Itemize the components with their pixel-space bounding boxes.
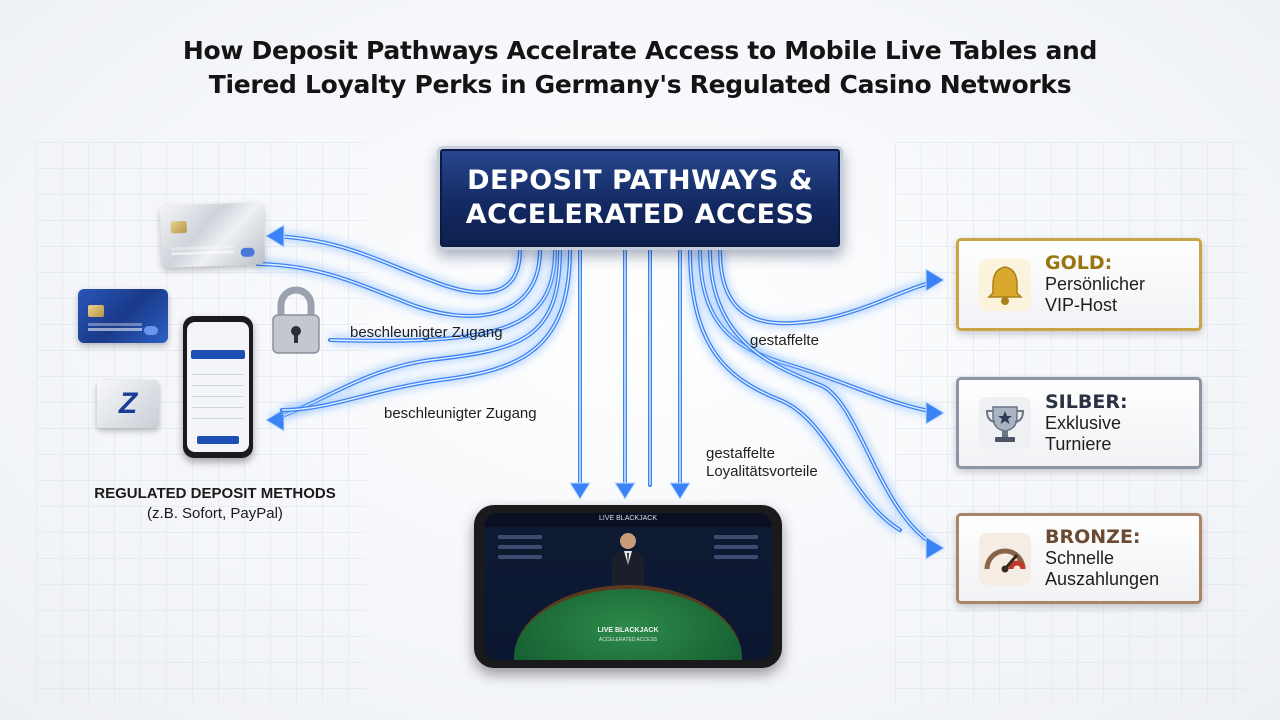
flow-core (257, 249, 541, 317)
sofort-logo-icon: Z (97, 380, 159, 428)
flow-arrowhead (614, 482, 636, 500)
live-table-screen: LIVE BLACKJACK LIVE BLACKJACK ACCELERATE… (484, 513, 772, 660)
flow-arrowhead (925, 536, 945, 560)
title-line-1: How Deposit Pathways Accelrate Access to… (182, 36, 1098, 65)
mobile-live-table-phone: LIVE BLACKJACK LIVE BLACKJACK ACCELERATE… (474, 505, 782, 668)
tier-text-gold: GOLD: Persönlicher VIP-Host (1045, 253, 1145, 316)
flow-label-access-upper: beschleunigter Zugang (350, 324, 503, 341)
hub-line-1: DEPOSIT PATHWAYS & (467, 165, 813, 196)
padlock-icon (272, 286, 320, 354)
flow-label-tiered-long: gestaffelte Loyalitätsvorteile (706, 445, 818, 481)
flow-core (719, 249, 941, 324)
flow-core (269, 235, 521, 294)
flow-arrowhead (265, 408, 285, 432)
tier-card-silver: SILBER: Exklusive Turniere (956, 377, 1202, 469)
speedometer-icon (979, 532, 1031, 585)
smartphone-icon (183, 316, 253, 458)
side-menu-line (714, 535, 758, 539)
tier-perk-line-1: Schnelle (1045, 548, 1115, 568)
tier-level: BRONZE: (1045, 526, 1141, 548)
flow-arrowhead (925, 268, 945, 292)
blackjack-table (514, 585, 742, 660)
phone-list-row (192, 401, 244, 408)
bell-icon (979, 258, 1031, 311)
table-sign: LIVE BLACKJACK (597, 627, 659, 634)
card-logo (240, 247, 255, 258)
tier-level: SILBER: (1045, 390, 1128, 413)
hub-line-2: ACCELERATED ACCESS (465, 199, 815, 230)
flow-arrowhead (669, 482, 691, 500)
trophy-icon (979, 397, 1031, 449)
flow-core (689, 249, 901, 531)
flow-label-tiered-long-2: Loyalitätsvorteile (706, 463, 818, 480)
side-menu-line (714, 555, 758, 559)
side-menu-line (714, 545, 758, 549)
flow-arrowhead (265, 224, 285, 248)
flow-glow (715, 249, 942, 329)
card-number (88, 328, 142, 331)
flow-core (709, 249, 941, 549)
phone-screen (187, 322, 249, 452)
deposit-methods-title: REGULATED DEPOSIT METHODS (94, 485, 336, 502)
flow-label-tiered-long-1: gestaffelte (706, 445, 775, 462)
tier-perk-line-1: Persönlicher (1045, 274, 1146, 294)
tier-card-bronze: BRONZE: Schnelle Auszahlungen (956, 513, 1202, 604)
tier-card-gold: GOLD: Persönlicher VIP-Host (956, 238, 1202, 331)
tier-perk-line-1: Exklusive (1045, 412, 1122, 433)
flow-core (699, 249, 941, 414)
phone-list-row (192, 412, 244, 419)
flow-arrowhead (925, 401, 945, 425)
tier-perk-line-2: Auszahlungen (1045, 569, 1160, 589)
side-menu-line (498, 545, 542, 549)
title-line-2: Tiered Loyalty Perks in Germany's Regula… (208, 70, 1072, 99)
credit-card-icon (78, 289, 168, 343)
tier-text-silver: SILBER: Exklusive Turniere (1045, 390, 1128, 455)
dealer-figure (612, 533, 644, 589)
flow-path-group (256, 224, 945, 560)
flow-label-tiered-short: gestaffelte (750, 332, 819, 349)
page-title: How Deposit Pathways Accelrate Access to… (0, 34, 1280, 102)
table-sub-sign: ACCELERATED ACCESS (598, 637, 658, 643)
flow-core (269, 249, 561, 421)
hub-box: DEPOSIT PATHWAYS & ACCELERATED ACCESS (437, 146, 843, 250)
phone-list-row (192, 379, 244, 386)
phone-action-button (197, 436, 239, 444)
credit-card-icon (159, 202, 266, 268)
phone-list-row (192, 368, 244, 375)
app-top-bar (484, 513, 772, 527)
sofort-logo-letter: Z (118, 387, 138, 420)
deposit-methods-label: REGULATED DEPOSIT METHODS (z.B. Sofort, … (60, 484, 370, 524)
flow-arrowhead (569, 482, 591, 500)
side-menu-line (498, 555, 542, 559)
app-title: LIVE BLACKJACK (599, 515, 657, 522)
tier-level: GOLD: (1045, 252, 1113, 274)
tier-perk-line-2: Turniere (1045, 433, 1112, 454)
flow-core (281, 249, 571, 411)
card-chip (88, 305, 104, 317)
card-logo (144, 326, 158, 335)
flow-label-access-lower: beschleunigter Zugang (384, 405, 537, 422)
phone-list-row (192, 390, 244, 397)
tier-perk-line-2: VIP-Host (1045, 295, 1118, 315)
phone-header-bar (191, 350, 245, 359)
flow-core (329, 249, 556, 342)
card-number (171, 250, 234, 256)
card-chip (170, 220, 187, 234)
deposit-methods-subtitle: (z.B. Sofort, PayPal) (147, 505, 283, 522)
tier-text-bronze: BRONZE: Schnelle Auszahlungen (1045, 527, 1159, 590)
side-menu-line (498, 535, 542, 539)
